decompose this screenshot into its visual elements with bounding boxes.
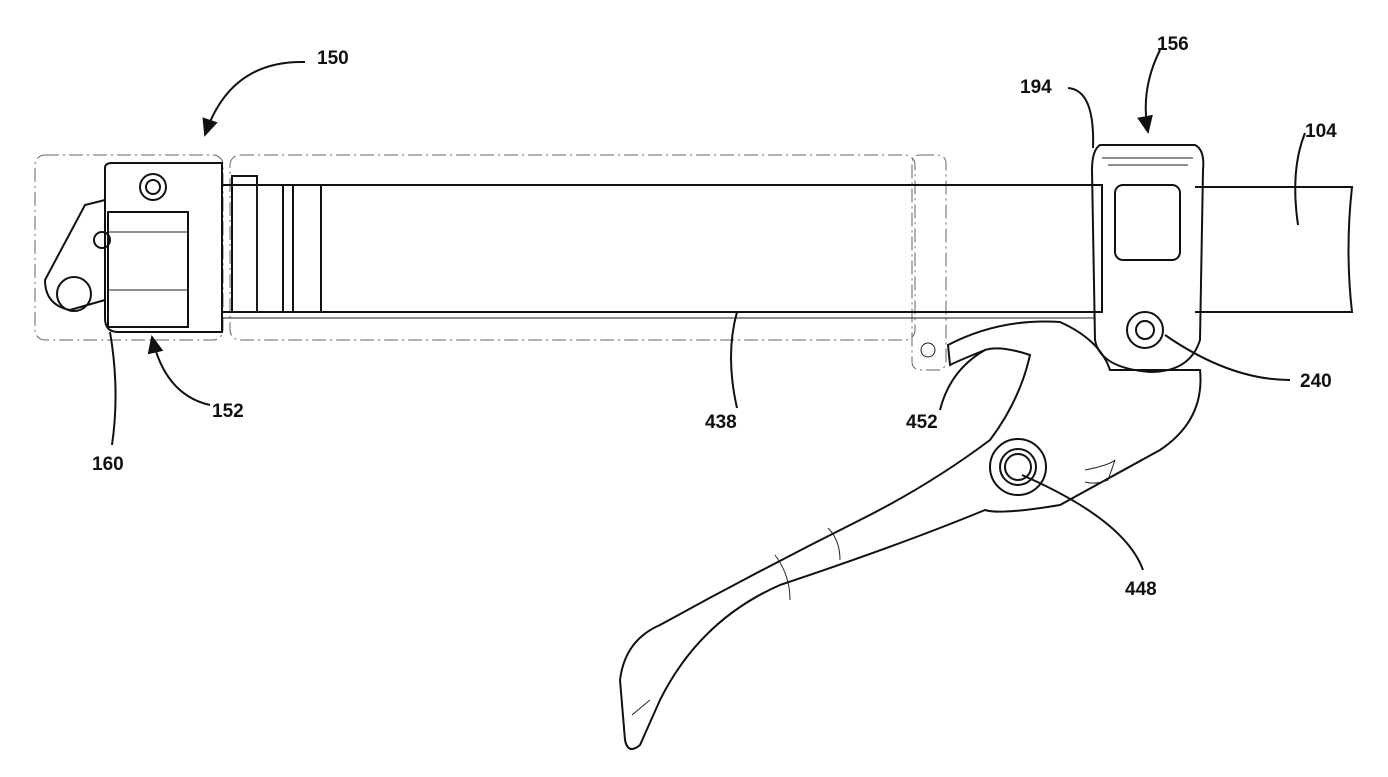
label-104: 104 [1305,121,1337,142]
reservoir-tube [221,175,1103,319]
label-160: 160 [92,454,124,475]
phantom-outline [34,154,947,371]
label-150: 150 [317,48,349,69]
clamp [1090,144,1205,374]
label-240: 240 [1300,371,1332,392]
label-152: 152 [212,401,244,422]
end-cap [43,162,223,333]
label-448: 448 [1125,579,1157,600]
label-194: 194 [1020,77,1052,98]
handlebar [1195,186,1354,313]
leader-lines [109,49,1306,571]
brake-lever [618,320,1202,750]
label-438: 438 [705,412,737,433]
label-156: 156 [1157,34,1189,55]
label-452: 452 [906,412,938,433]
